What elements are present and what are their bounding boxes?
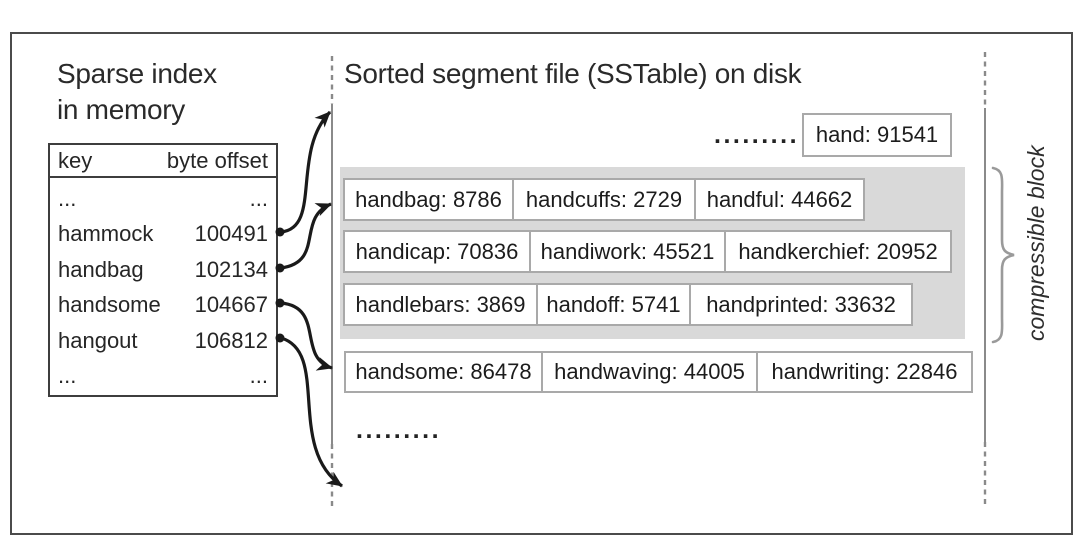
record-cell: handwriting: 22846	[756, 351, 973, 393]
index-row: handsome 104667	[50, 288, 276, 324]
record-cell: handicap: 70836	[343, 230, 531, 273]
index-header-key: key	[58, 147, 93, 173]
record-cell: handcuffs: 2729	[512, 178, 696, 221]
index-row: ... ...	[50, 181, 276, 217]
record-cell: handoff: 5741	[536, 283, 691, 326]
index-key: ...	[58, 363, 77, 389]
record-cell: handlebars: 3869	[343, 283, 538, 326]
index-offset: ...	[249, 185, 268, 211]
index-key: ...	[58, 185, 77, 211]
ellipsis-bottom: .........	[356, 416, 442, 444]
index-row: hammock 100491	[50, 217, 276, 253]
compressible-block-brace	[991, 166, 1015, 344]
index-offset: 106812	[194, 327, 268, 353]
record-hand: hand: 91541	[802, 113, 952, 157]
index-offset: 102134	[194, 256, 268, 282]
index-key: handsome	[58, 292, 161, 318]
record-cell: handsome: 86478	[344, 351, 543, 393]
index-table-header: key byte offset	[50, 145, 276, 178]
index-header-offset: byte offset	[166, 147, 268, 173]
ellipsis-top: .........	[714, 121, 800, 149]
record-cell: handwaving: 44005	[541, 351, 758, 393]
record-cell: handbag: 8786	[343, 178, 514, 221]
sparse-index-title: Sparse index in memory	[57, 58, 217, 125]
compressible-block-label: compressible block	[1023, 145, 1049, 341]
sstable-title: Sorted segment file (SSTable) on disk	[344, 58, 802, 89]
index-key: hangout	[58, 327, 138, 353]
index-row: ... ...	[50, 359, 276, 395]
index-table: key byte offset ... ... hammock 100491 h…	[48, 143, 278, 397]
index-offset: 100491	[194, 221, 268, 247]
index-row: handbag 102134	[50, 252, 276, 288]
record-cell: handkerchief: 20952	[724, 230, 952, 273]
index-offset: ...	[249, 363, 268, 389]
index-row: hangout 106812	[50, 323, 276, 359]
record-cell: handiwork: 45521	[529, 230, 726, 273]
index-offset: 104667	[194, 292, 268, 318]
index-key: hammock	[58, 221, 154, 247]
index-key: handbag	[58, 256, 144, 282]
index-table-body: ... ... hammock 100491 handbag 102134 ha…	[50, 178, 276, 394]
record-cell: handprinted: 33632	[689, 283, 913, 326]
record-cell: handful: 44662	[694, 178, 865, 221]
